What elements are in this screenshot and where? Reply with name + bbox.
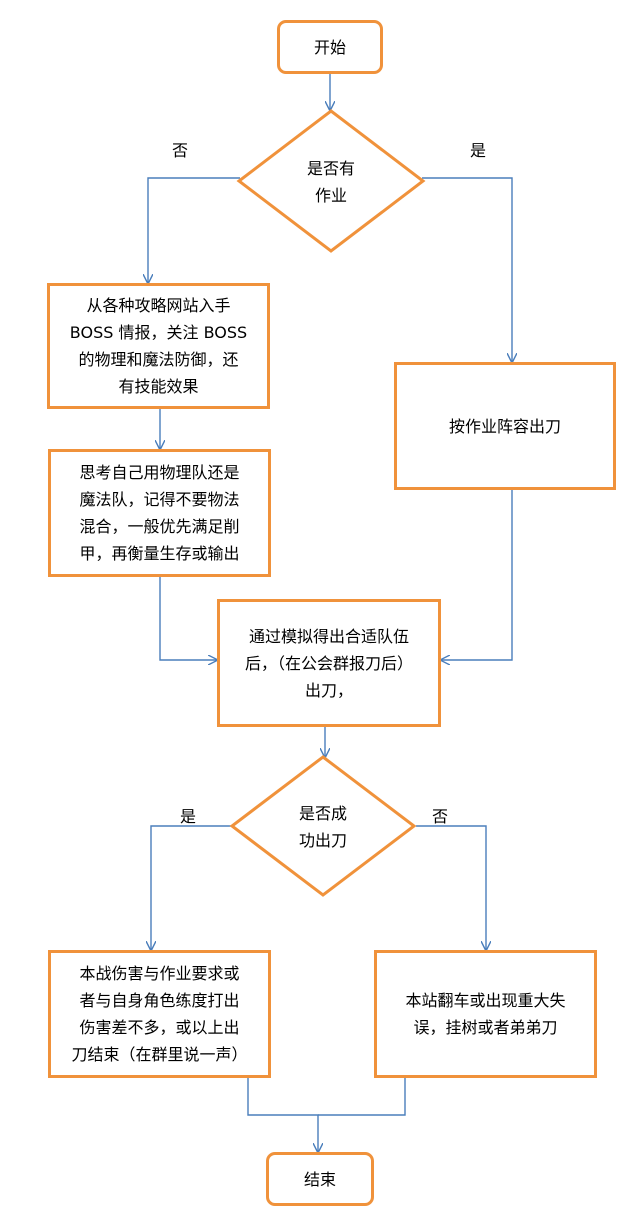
connector-fail-to-end <box>318 1077 406 1116</box>
connector-no-success <box>416 825 486 950</box>
edge-label-no-success: 否 <box>432 807 449 826</box>
process-simulate-attack: 通过模拟得出合适队伍 后，（在公会群报刀后） 出刀， <box>217 599 441 727</box>
connector-think-to-simulate <box>159 576 217 660</box>
result-fail: 本站翻车或出现重大失 误，挂树或者弟弟刀 <box>374 950 597 1078</box>
edge-label-yes-success: 是 <box>180 807 197 826</box>
process-research-boss: 从各种攻略网站入手 BOSS 情报，关注 BOSS 的物理和魔法防御，还 有技能… <box>47 283 270 409</box>
start-node: 开始 <box>277 20 383 74</box>
end-node: 结束 <box>266 1152 374 1206</box>
connector-yes-homework <box>422 177 512 362</box>
connector-no-homework <box>148 177 240 283</box>
process-research-boss-label: 从各种攻略网站入手 BOSS 情报，关注 BOSS 的物理和魔法防御，还 有技能… <box>69 296 248 396</box>
process-choose-team-label: 思考自己用物理队还是 魔法队，记得不要物法 混合，一般优先满足削 甲，再衡量生存… <box>79 463 240 563</box>
connector-yes-success <box>151 825 232 950</box>
edge-label-no-homework: 否 <box>172 141 189 160</box>
process-follow-homework-label: 按作业阵容出刀 <box>448 416 561 436</box>
process-simulate-attack-label: 通过模拟得出合适队伍 后，（在公会群报刀后） 出刀， <box>244 626 413 700</box>
decision-has-homework-shape <box>236 109 426 253</box>
decision-success-shape <box>229 755 417 897</box>
connector-success-to-end <box>247 1077 318 1152</box>
end-label: 结束 <box>303 1169 336 1189</box>
process-choose-team: 思考自己用物理队还是 魔法队，记得不要物法 混合，一般优先满足削 甲，再衡量生存… <box>48 449 271 577</box>
result-fail-label: 本站翻车或出现重大失 误，挂树或者弟弟刀 <box>405 991 566 1037</box>
edge-label-yes-homework: 是 <box>470 141 487 160</box>
process-follow-homework: 按作业阵容出刀 <box>394 362 616 490</box>
result-success-label: 本战伤害与作业要求或 者与自身角色练度打出 伤害差不多，或以上出 刀结束（在群里… <box>71 964 248 1064</box>
result-success: 本战伤害与作业要求或 者与自身角色练度打出 伤害差不多，或以上出 刀结束（在群里… <box>48 950 271 1078</box>
decision-success-label: 是否成 功出刀 <box>298 804 347 850</box>
decision-has-homework-label: 是否有 作业 <box>306 159 355 205</box>
start-label: 开始 <box>313 37 346 57</box>
connector-homework-to-simulate <box>441 488 513 660</box>
